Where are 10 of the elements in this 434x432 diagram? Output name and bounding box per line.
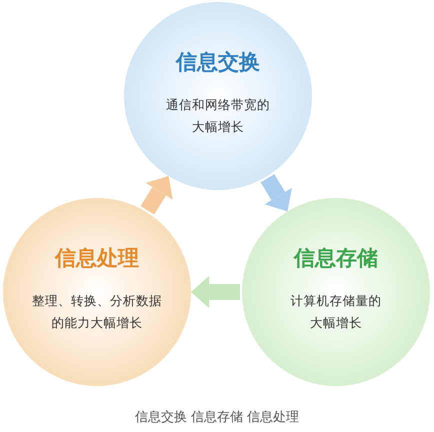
stage-title: 信息交换 <box>176 49 260 76</box>
stage-title: 信息存储 <box>294 245 378 272</box>
stage-description: 计算机存储量的大幅增长 <box>290 292 382 332</box>
stage-description: 通信和网络带宽的大幅增长 <box>165 96 271 136</box>
caption: 信息交换 信息存储 信息处理 <box>134 409 300 426</box>
arrow <box>140 176 173 214</box>
stage-title: 信息处理 <box>55 245 139 272</box>
arrow <box>191 276 240 308</box>
stage-description: 整理、转换、分析数据的能力大幅增长 <box>31 292 163 332</box>
arrow <box>260 174 292 212</box>
